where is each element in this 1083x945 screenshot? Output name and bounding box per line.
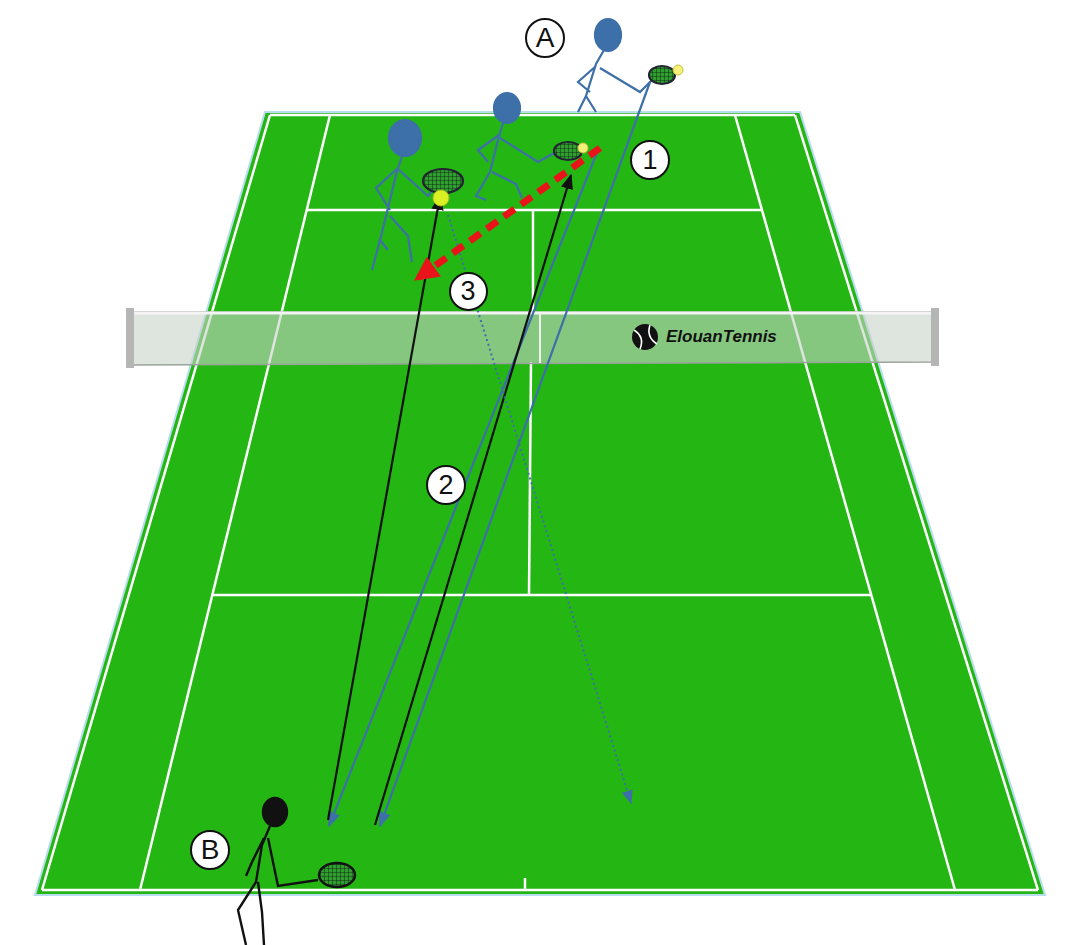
court-surface	[35, 112, 1045, 895]
player-figure	[476, 93, 588, 200]
callout-circle: 2	[426, 465, 466, 505]
callout-circle: 3	[449, 272, 488, 311]
callout-letter: 1	[642, 147, 657, 174]
player-figure	[372, 120, 463, 270]
callout-letter: 2	[438, 472, 453, 499]
callout-letter: B	[201, 836, 220, 864]
court-lines	[42, 115, 1038, 890]
player-figure	[238, 798, 355, 945]
player-figure	[578, 19, 683, 112]
callout-circle: 1	[630, 140, 670, 180]
logo-ball	[632, 324, 658, 350]
callout-letter: A	[536, 24, 555, 52]
logo-label: ElouanTennis	[666, 327, 777, 347]
callout-circle: A	[525, 18, 565, 58]
ball-trajectories	[328, 82, 650, 826]
brand-text: ElouanTennis	[666, 327, 777, 346]
callout-letter: 3	[460, 278, 475, 305]
callout-circle: B	[190, 830, 230, 870]
